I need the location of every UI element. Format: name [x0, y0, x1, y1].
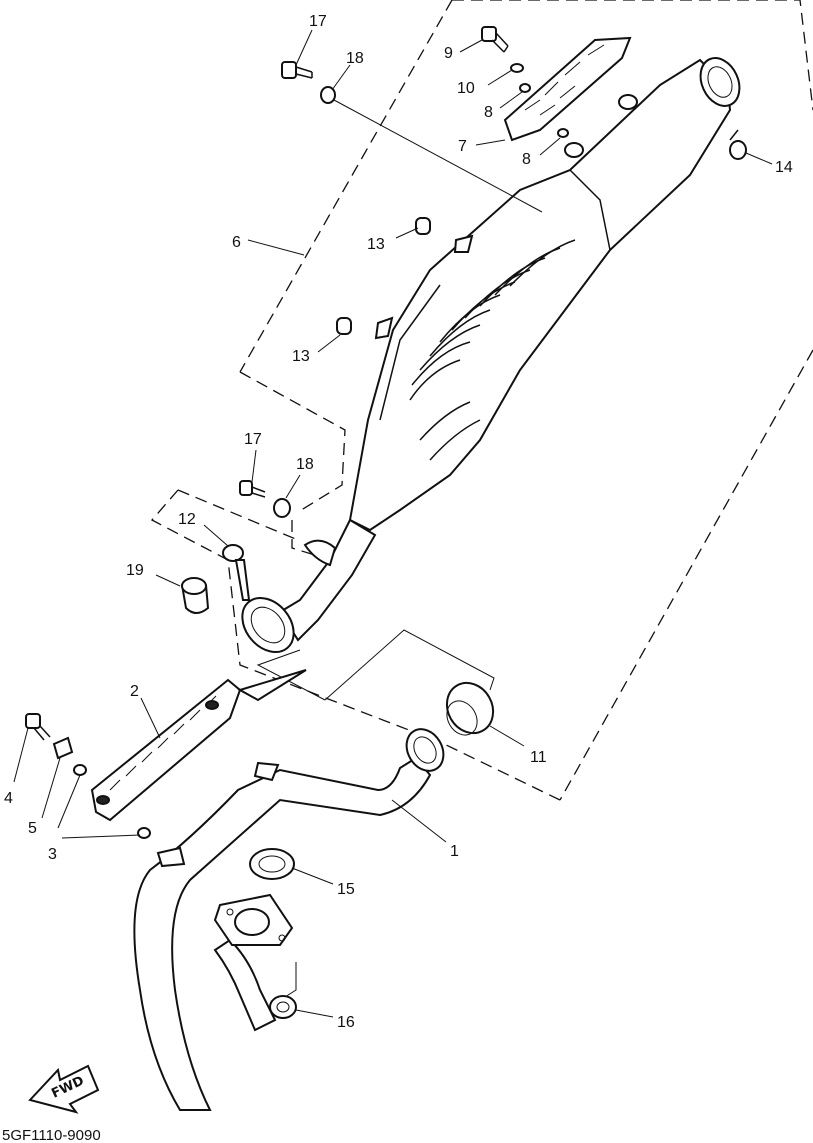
callout-8-lower: 8 [522, 151, 531, 168]
gasket-11 [445, 681, 495, 736]
callout-18-lower: 18 [296, 456, 314, 473]
callout-14: 14 [775, 159, 793, 176]
bolt-12 [222, 544, 251, 601]
callout-3: 3 [48, 846, 57, 863]
damper-13-middle [336, 316, 394, 340]
callout-9: 9 [444, 45, 453, 62]
callout-15: 15 [337, 881, 355, 898]
muffler-inlet-pipe [241, 518, 377, 653]
collar-8-lower [557, 128, 569, 138]
washer-3-upper [73, 764, 87, 776]
diagram-code: 5GF1110-9090 [2, 1127, 101, 1143]
nut-16 [269, 995, 297, 1019]
callout-7: 7 [458, 138, 467, 155]
callout-13-top: 13 [367, 236, 385, 253]
callout-11: 11 [530, 749, 547, 766]
callout-13-middle: 13 [292, 348, 310, 365]
washer-3-lower [137, 827, 151, 839]
cap-19 [180, 577, 210, 614]
callout-17-top: 17 [309, 13, 327, 30]
muffler-group-outline [239, 0, 813, 801]
muffler-protector [503, 36, 632, 142]
leader-lines [13, 29, 773, 1018]
callout-8-top: 8 [484, 104, 493, 121]
collar-8-top [519, 83, 531, 93]
callout-labels: 17 18 9 10 8 7 8 14 6 13 13 17 18 12 19 … [4, 13, 793, 1031]
bolt-9 [481, 26, 509, 53]
exhaust-pipe-protector [90, 669, 307, 822]
exhaust-pipe [133, 728, 445, 1111]
washer-10 [510, 63, 524, 73]
callout-10: 10 [457, 80, 475, 97]
callout-19: 19 [126, 562, 144, 579]
gasket-bracket-outline [256, 629, 495, 701]
washer-18-lower [273, 498, 291, 518]
callout-2: 2 [130, 683, 139, 700]
forward-direction-arrow: FWD [28, 1064, 100, 1114]
bolt-17-top [281, 61, 313, 79]
bolt-17-lower [239, 480, 266, 498]
damper-13-top [415, 217, 474, 253]
callout-17-lower: 17 [244, 431, 262, 448]
callout-5: 5 [28, 820, 37, 837]
callout-1: 1 [450, 843, 459, 860]
bolt-14 [729, 129, 747, 160]
washer-18-top [320, 86, 336, 104]
gasket-15 [249, 848, 295, 880]
bolt-4 [25, 713, 51, 741]
callout-4: 4 [4, 790, 13, 807]
washer-5 [52, 736, 74, 760]
callout-18-top: 18 [346, 50, 364, 67]
muffler [348, 57, 741, 532]
callout-6: 6 [232, 234, 241, 251]
muffler-ribs [409, 239, 576, 461]
callout-12: 12 [178, 511, 196, 528]
callout-16: 16 [337, 1014, 355, 1031]
